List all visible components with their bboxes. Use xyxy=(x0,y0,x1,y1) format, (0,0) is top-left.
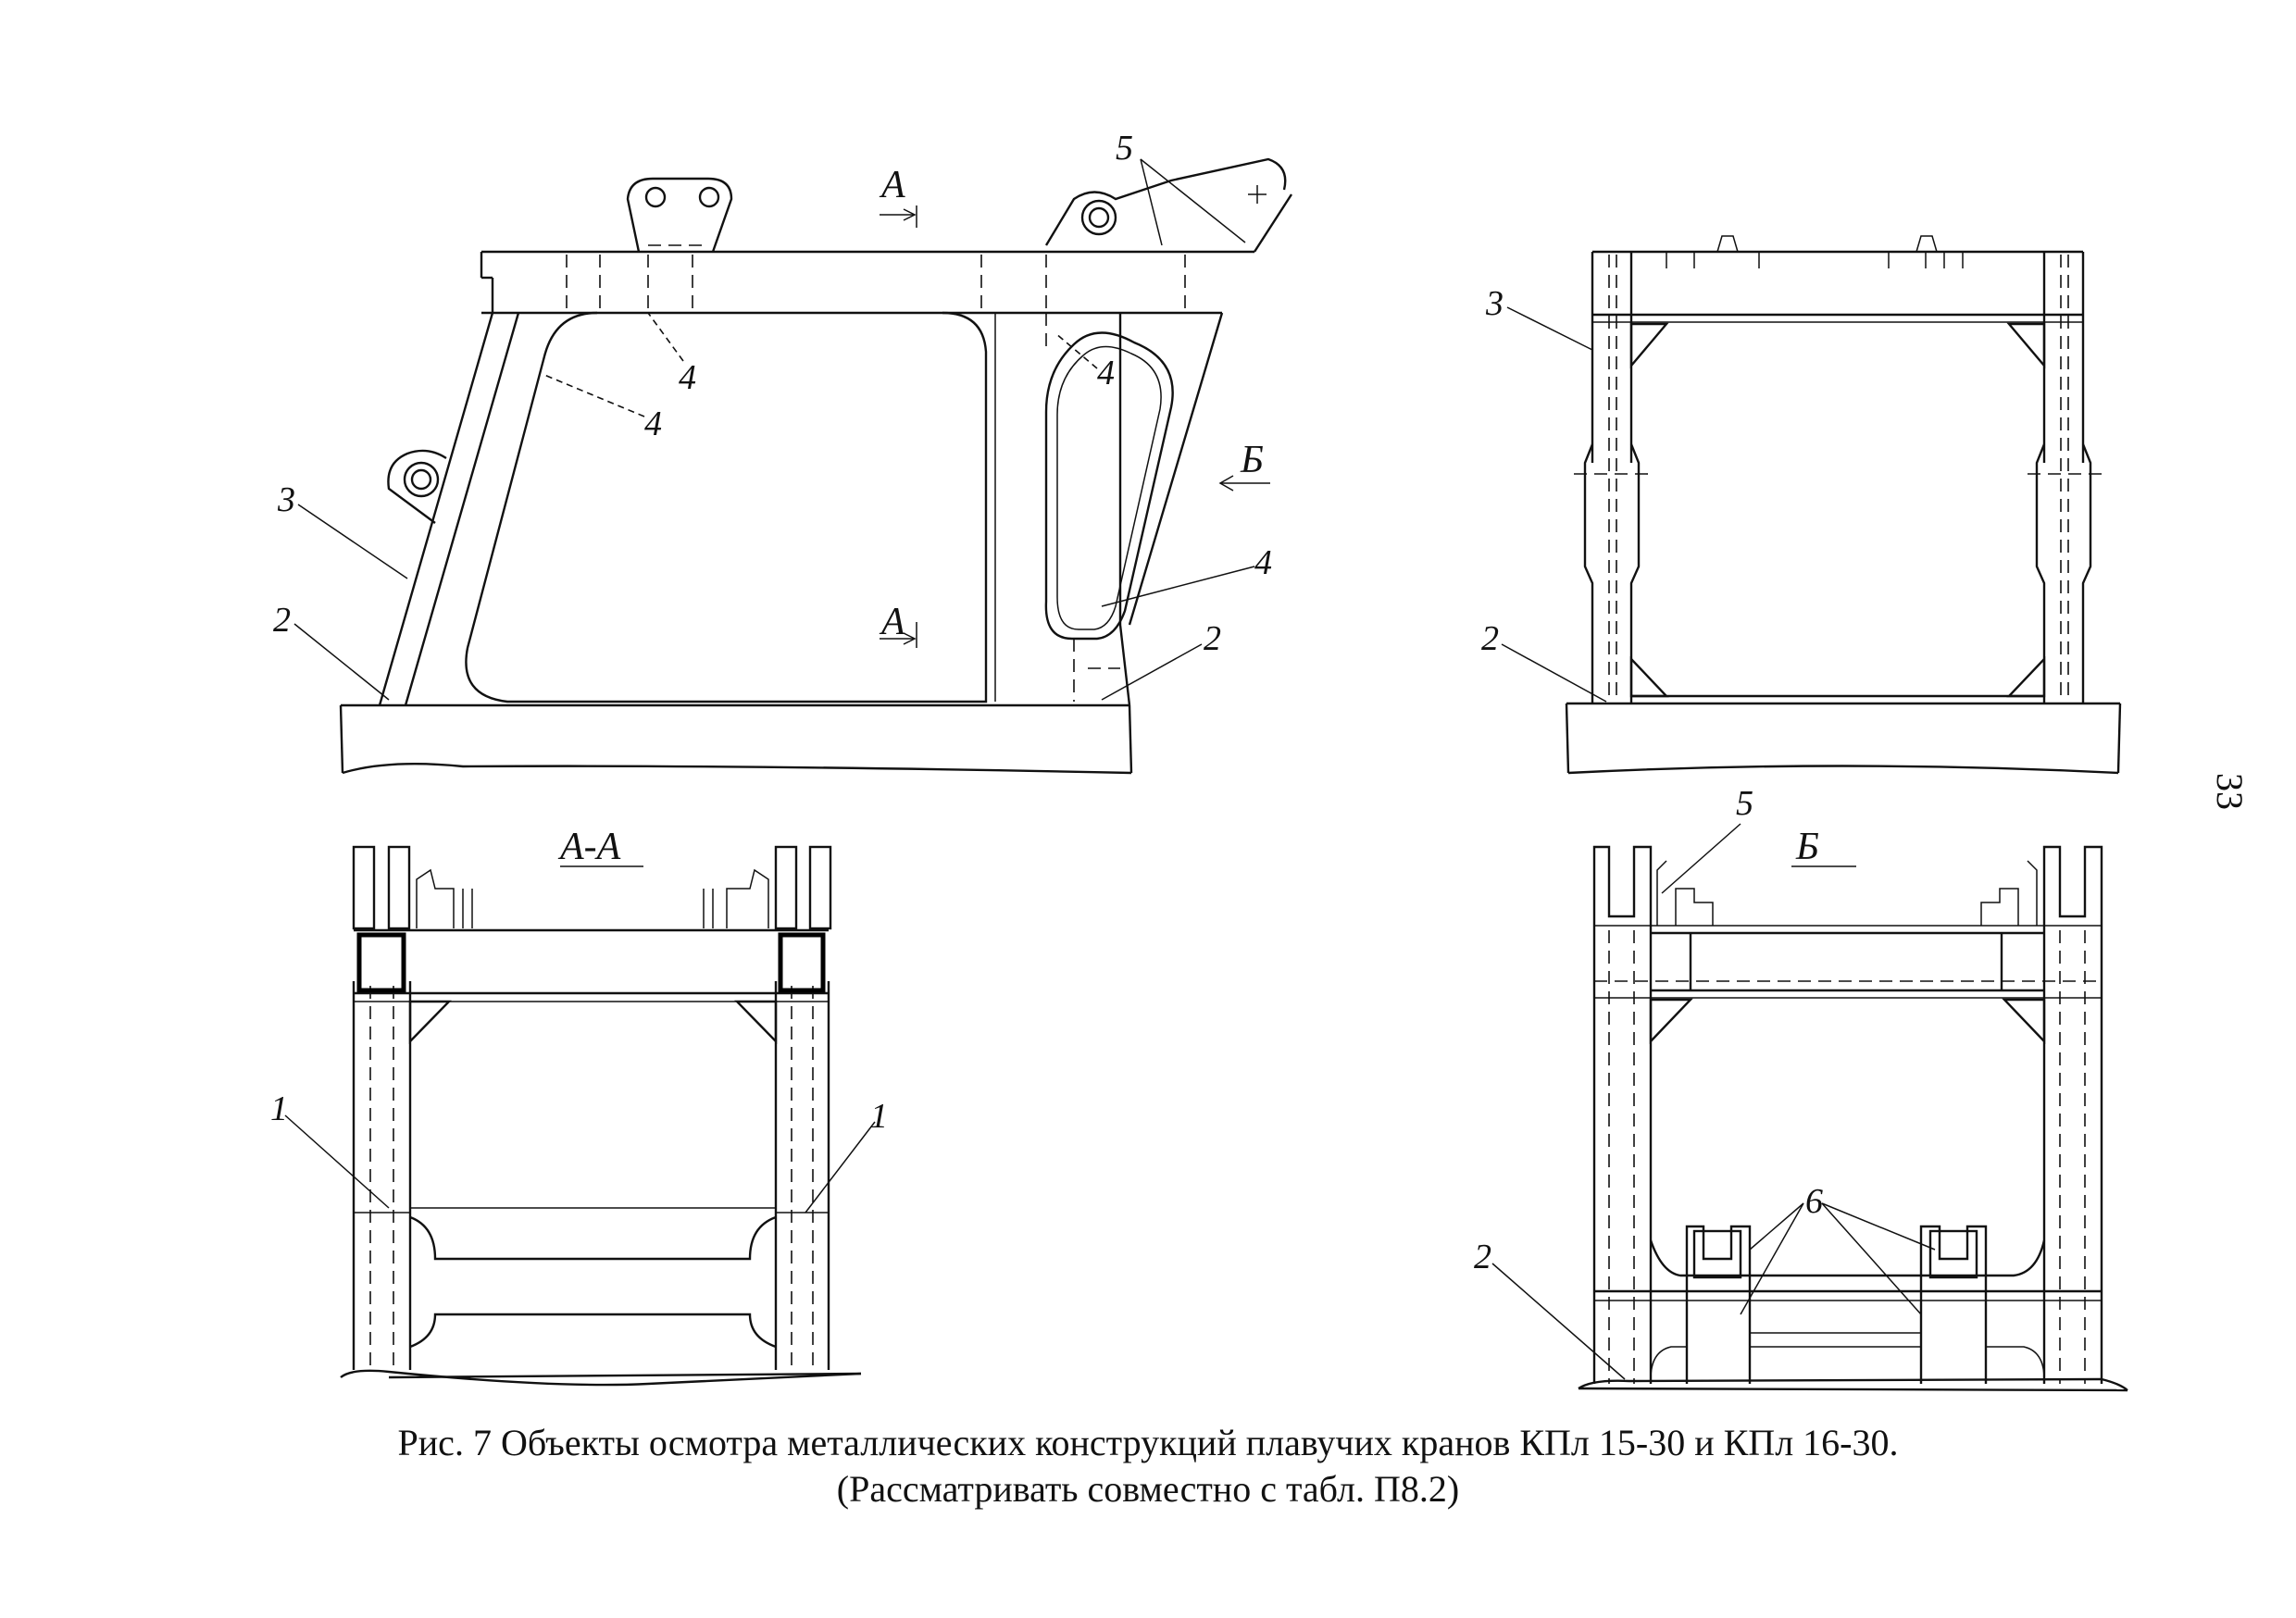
side-main-frame xyxy=(378,193,1293,706)
end-callout-2: 2 xyxy=(1481,619,1499,658)
side-callout-4b: 4 xyxy=(644,404,662,443)
side-callout-5: 5 xyxy=(1116,129,1133,168)
side-callout-4c: 4 xyxy=(1097,354,1115,392)
section-a-marker-top: А xyxy=(879,164,917,228)
side-hidden-lines xyxy=(566,255,1186,702)
figure-caption-line2: (Рассматривать совместно с табл. П8.2) xyxy=(837,1468,1459,1510)
view-b-arrow: Б xyxy=(1218,439,1270,492)
section-aa-view: А-А xyxy=(270,826,888,1387)
side-base-beam xyxy=(339,703,1133,775)
side-callout-4d: 4 xyxy=(1254,543,1272,582)
page-number: 33 xyxy=(2209,773,2251,810)
end-callouts: 3 2 xyxy=(1481,284,1607,703)
end-view: 3 2 xyxy=(1481,235,2122,775)
figure-caption-line1: Рис. 7 Объекты осмотра металлических кон… xyxy=(398,1422,1899,1463)
side-callout-2-left: 2 xyxy=(273,601,291,640)
side-callout-3: 3 xyxy=(277,480,295,519)
section-aa-callout-1-left: 1 xyxy=(270,1089,288,1128)
side-view: А А Б 5 4 4 4 4 3 xyxy=(273,129,1293,775)
view-b-callout-6: 6 xyxy=(1805,1182,1823,1221)
view-b-title: Б xyxy=(1795,826,1819,868)
view-b: Б xyxy=(1474,784,2128,1392)
section-aa-title: А-А xyxy=(557,826,621,868)
section-a-label-bottom: А xyxy=(879,601,905,643)
view-b-arrow-label: Б xyxy=(1240,439,1264,481)
side-lug-right xyxy=(1044,157,1287,246)
end-frame xyxy=(1574,235,2102,703)
section-a-marker-bottom: А xyxy=(879,601,917,648)
side-callouts: 5 4 4 4 4 3 2 2 xyxy=(273,129,1272,701)
side-callout-4a: 4 xyxy=(679,358,696,397)
side-lug-top xyxy=(626,177,733,253)
side-lug-left xyxy=(387,449,447,524)
end-callout-3: 3 xyxy=(1485,284,1504,323)
end-base-beam xyxy=(1565,702,2122,775)
side-callout-2-right: 2 xyxy=(1204,619,1221,658)
section-aa-callout-1-right: 1 xyxy=(870,1097,888,1136)
section-a-label-top: А xyxy=(879,164,905,206)
view-b-callout-2: 2 xyxy=(1474,1238,1491,1276)
view-b-callout-5: 5 xyxy=(1736,784,1753,823)
